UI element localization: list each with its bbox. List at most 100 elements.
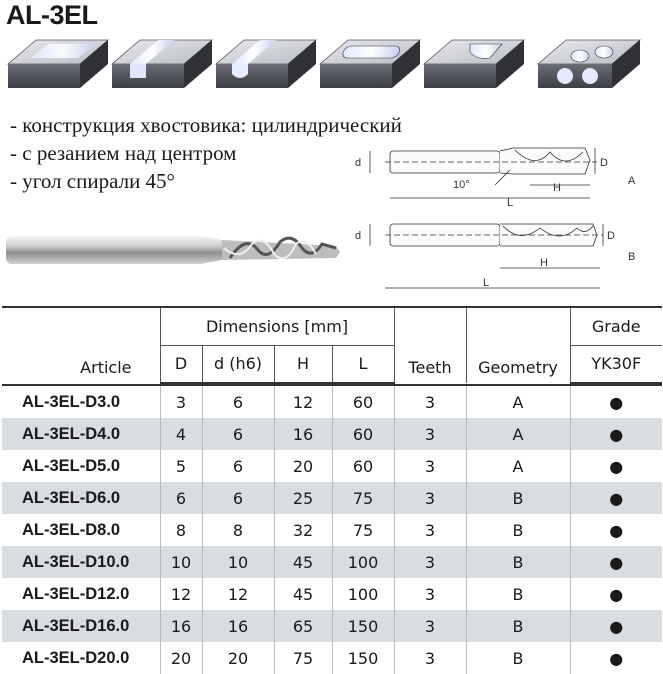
cell-teeth: 3 (393, 450, 466, 482)
cell-H: 25 (273, 482, 332, 514)
cell-L: 60 (331, 385, 394, 418)
cell-d: 6 (201, 385, 274, 418)
feature-list: - конструкция хвостовика: цилиндрический… (10, 111, 402, 195)
cell-teeth: 3 (393, 385, 466, 418)
dim-L-label-a: L (507, 197, 513, 209)
cell-d: 10 (201, 546, 274, 578)
cell-grade: ● (569, 514, 662, 546)
spec-table: Article Dimensions [mm] Teeth Geometry G… (2, 306, 662, 674)
cell-L: 75 (331, 482, 394, 514)
cell-D: 16 (159, 610, 202, 642)
cell-d: 6 (201, 482, 274, 514)
header-col-L: L (331, 345, 394, 384)
cell-H: 32 (273, 514, 332, 546)
cell-geometry: A (465, 385, 570, 418)
header-article: Article (2, 306, 160, 383)
cell-geometry: A (465, 418, 570, 450)
cell-L: 100 (331, 578, 394, 610)
cell-geometry: B (465, 578, 570, 610)
cell-teeth: 3 (393, 546, 466, 578)
cell-d: 16 (201, 610, 274, 642)
dim-d-label-a: d (355, 157, 361, 169)
cell-grade: ● (569, 642, 662, 674)
cell-d: 20 (201, 642, 274, 674)
slot-milling-icon (110, 39, 214, 88)
angle-label: 10° (453, 179, 470, 191)
cell-L: 100 (331, 546, 394, 578)
feature-item: - с резанием над центром (10, 141, 237, 165)
cell-D: 4 (159, 418, 202, 450)
cell-article: AL-3EL-D5.0 (22, 456, 121, 475)
geometry-a-label: A (628, 175, 636, 187)
operation-icons (6, 39, 642, 88)
cell-D: 10 (159, 546, 202, 578)
cell-teeth: 3 (393, 578, 466, 610)
cell-geometry: B (465, 514, 570, 546)
cell-grade: ● (569, 450, 662, 482)
cell-geometry: B (465, 482, 570, 514)
header-col-D: D (159, 345, 202, 384)
header-grade: Grade (569, 306, 662, 346)
cell-grade: ● (569, 482, 662, 514)
cell-grade: ● (569, 578, 662, 610)
cell-geometry: A (465, 450, 570, 482)
cell-L: 60 (331, 418, 394, 450)
cell-d: 6 (201, 418, 274, 450)
drilling-icon (536, 39, 642, 88)
feature-item: - конструкция хвостовика: цилиндрический (10, 113, 402, 137)
cell-geometry: B (465, 642, 570, 674)
dim-d-label-b: d (355, 230, 361, 242)
plunge-pocket-icon (422, 39, 526, 88)
cell-geometry: B (465, 546, 570, 578)
cell-article: AL-3EL-D12.0 (22, 584, 130, 603)
cell-H: 65 (273, 610, 332, 642)
cell-D: 3 (159, 385, 202, 418)
header-geometry: Geometry (465, 306, 570, 383)
round-slot-icon (214, 39, 318, 88)
cell-D: 6 (159, 482, 202, 514)
cell-teeth: 3 (393, 514, 466, 546)
cell-H: 16 (273, 418, 332, 450)
cell-teeth: 3 (393, 642, 466, 674)
cell-H: 12 (273, 385, 332, 418)
dim-H-label-b: H (540, 257, 548, 269)
cell-H: 75 (273, 642, 332, 674)
dim-D-label-b: D (607, 230, 615, 242)
header-teeth: Teeth (393, 306, 466, 383)
cell-teeth: 3 (393, 610, 466, 642)
feature-item: - угол спирали 45° (10, 169, 175, 193)
cell-article: AL-3EL-D10.0 (2, 546, 160, 578)
header-col-H: H (273, 345, 332, 384)
cell-L: 60 (331, 450, 394, 482)
cell-grade: ● (569, 546, 662, 578)
cell-D: 20 (159, 642, 202, 674)
cell-L: 150 (331, 610, 394, 642)
pocket-milling-icon (318, 39, 422, 88)
cell-article: AL-3EL-D8.0 (22, 520, 121, 539)
product-title: AL-3EL (6, 0, 98, 30)
header-col-d: d (h6) (201, 345, 274, 384)
cell-D: 12 (159, 578, 202, 610)
cell-H: 45 (273, 546, 332, 578)
cell-teeth: 3 (393, 482, 466, 514)
header-dimensions: Dimensions [mm] (159, 306, 394, 346)
technical-drawings: d D 10° H L A d D H L B (355, 147, 636, 289)
cell-D: 8 (159, 514, 202, 546)
end-mill-image (6, 236, 340, 264)
cell-article: AL-3EL-D20.0 (22, 648, 130, 667)
cell-grade: ● (569, 610, 662, 642)
cell-teeth: 3 (393, 418, 466, 450)
dim-D-label-a: D (600, 157, 608, 169)
cell-d: 8 (201, 514, 274, 546)
geometry-b-label: B (628, 251, 635, 263)
cell-d: 12 (201, 578, 274, 610)
dim-L-label-b: L (483, 277, 489, 289)
